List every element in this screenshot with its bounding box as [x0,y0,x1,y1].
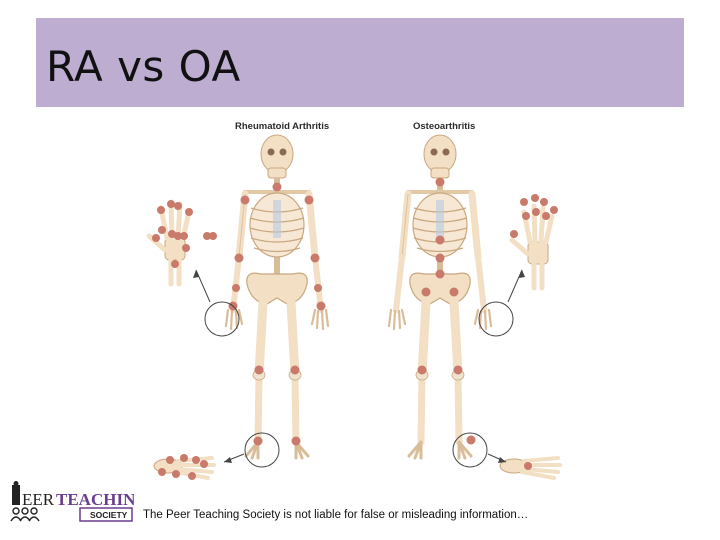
title-bar: RA vs OA [36,18,684,107]
slide-title: RA vs OA [46,46,241,88]
disclaimer-text: The Peer Teaching Society is not liable … [143,509,528,521]
skeleton-illustration [140,112,580,500]
ra-label: Rheumatoid Arthritis [235,121,329,132]
svg-text:SOCIETY: SOCIETY [90,510,128,520]
ra-hand [149,202,189,284]
svg-text:EER: EER [22,490,55,509]
oa-label: Osteoarthritis [413,121,475,132]
skeleton-figure: Rheumatoid Arthritis Osteoarthritis [140,112,580,500]
peer-teaching-society-logo: EER TEACHING SOCIETY [10,481,134,523]
svg-text:TEACHING: TEACHING [56,490,134,509]
